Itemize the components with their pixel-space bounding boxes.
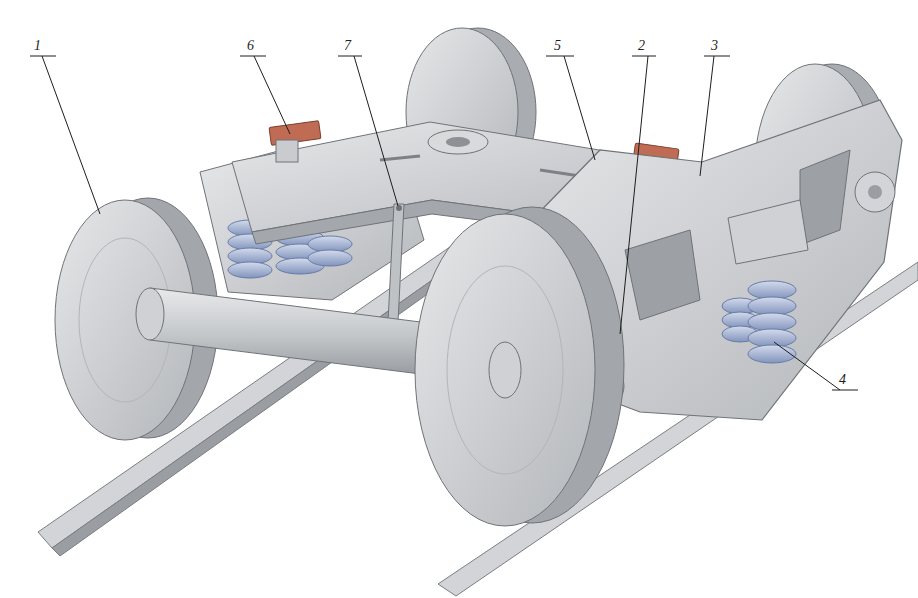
callout-number: 5 <box>554 38 561 54</box>
callout-number: 4 <box>839 372 846 388</box>
right-springs <box>722 281 796 363</box>
front-wheelset <box>55 198 624 526</box>
callout-number: 7 <box>344 38 351 54</box>
callout-number: 1 <box>34 38 41 54</box>
brake-rod <box>388 204 404 322</box>
callout-number: 3 <box>711 38 718 54</box>
leader-lines <box>30 56 858 390</box>
callout-number: 2 <box>638 38 645 54</box>
callout-number: 6 <box>247 38 254 54</box>
